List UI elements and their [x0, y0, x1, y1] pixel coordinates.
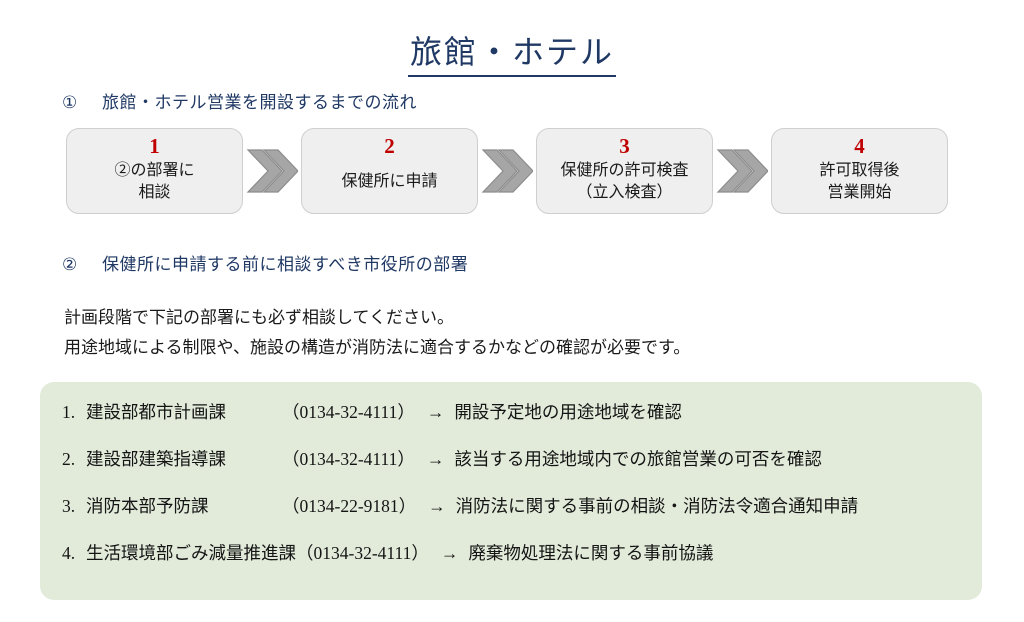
flow-step-4-line-1: 許可取得後: [819, 162, 900, 180]
department-row: 2. 建設部建築指導課 （0134-32-4111） → 該当する用途地域内での…: [62, 449, 960, 496]
flow-step-4-line-2: 営業開始: [827, 183, 892, 201]
section-2-heading-text: 保健所に申請する前に相談すべき市役所の部署: [102, 255, 469, 274]
flow-step-3-number: 3: [619, 134, 630, 158]
department-phone: （0134-32-4111）: [296, 543, 429, 563]
department-description: 開設予定地の用途地域を確認: [454, 402, 682, 422]
department-name: 消防本部予防課: [86, 496, 209, 516]
double-chevron-right-icon: [713, 143, 771, 199]
department-index: 4.: [62, 543, 76, 563]
intro-line-1: 計画段階で下記の部署にも必ず相談してください。: [64, 308, 454, 327]
section-2-marker: ②: [62, 255, 78, 274]
flow-step-1-line-2: 相談: [138, 183, 171, 201]
department-phone: （0134-32-4111）: [282, 449, 415, 469]
flow-step-1: 1 ②の部署に 相談: [66, 128, 243, 214]
flow-step-4-label: 許可取得後 営業開始: [819, 160, 899, 203]
process-flow-diagram: 1 ②の部署に 相談 2 保健所に申請 3 保健所の許可検査 （立入検査）: [66, 128, 966, 214]
arrow-right-icon: →: [426, 449, 445, 469]
flow-step-1-number: 1: [149, 134, 160, 158]
department-row: 3. 消防本部予防課 （0134-22-9181） → 消防法に関する事前の相談…: [62, 496, 960, 543]
section-2-heading: ② 保健所に申請する前に相談すべき市役所の部署: [62, 250, 468, 275]
department-index: 3.: [62, 496, 76, 516]
flow-step-4: 4 許可取得後 営業開始: [771, 128, 948, 214]
department-name: 生活環境部ごみ減量推進課: [86, 543, 296, 563]
arrow-right-icon: →: [428, 496, 446, 516]
flow-step-1-label: ②の部署に 相談: [114, 160, 194, 203]
flow-step-3: 3 保健所の許可検査 （立入検査）: [536, 128, 713, 214]
page-title: 旅館・ホテル: [407, 34, 616, 78]
section-1-marker: ①: [62, 93, 78, 112]
double-chevron-right-icon: [478, 143, 536, 199]
section-1-heading: ① 旅館・ホテル営業を開設するまでの流れ: [62, 88, 417, 113]
double-chevron-right-icon: [243, 143, 301, 199]
department-index: 1.: [62, 402, 76, 422]
department-phone: （0134-32-4111）: [282, 402, 415, 422]
department-phone: （0134-22-9181）: [282, 496, 417, 516]
department-name: 建設部都市計画課: [86, 402, 226, 422]
department-row: 4. 生活環境部ごみ減量推進課 （0134-32-4111） → 廃棄物処理法に…: [62, 543, 960, 590]
department-description: 消防法に関する事前の相談・消防法令適合通知申請: [455, 496, 859, 516]
department-index: 2.: [62, 449, 76, 469]
flow-step-2: 2 保健所に申請: [301, 128, 478, 214]
intro-line-2: 用途地域による制限や、施設の構造が消防法に適合するかなどの確認が必要です。: [64, 337, 691, 357]
department-name: 建設部建築指導課: [86, 449, 226, 469]
flow-step-3-label: 保健所の許可検査 （立入検査）: [560, 160, 688, 203]
department-row: 1. 建設部都市計画課 （0134-32-4111） → 開設予定地の用途地域を…: [62, 402, 960, 449]
flow-step-2-label: 保健所に申請: [341, 171, 437, 193]
department-description: 該当する用途地域内での旅館営業の可否を確認: [454, 449, 822, 469]
title-area: 旅館・ホテル: [0, 0, 1024, 99]
department-description: 廃棄物処理法に関する事前協議: [468, 543, 714, 563]
arrow-right-icon: →: [426, 402, 445, 422]
flow-step-1-line-1: ②の部署に: [114, 162, 195, 180]
section-1-heading-text: 旅館・ホテル営業を開設するまでの流れ: [102, 93, 417, 112]
arrow-right-icon: →: [440, 543, 459, 563]
flow-step-2-line-1: 保健所に申請: [341, 173, 438, 191]
flow-step-3-line-1: 保健所の許可検査: [560, 162, 689, 180]
department-list-panel: 1. 建設部都市計画課 （0134-32-4111） → 開設予定地の用途地域を…: [40, 382, 982, 600]
flow-step-3-line-2: （立入検査）: [576, 183, 673, 201]
section-2-intro: 計画段階で下記の部署にも必ず相談してください。 用途地域による制限や、施設の構造…: [64, 303, 690, 363]
flow-step-2-number: 2: [384, 134, 395, 158]
flow-step-4-number: 4: [854, 134, 865, 158]
